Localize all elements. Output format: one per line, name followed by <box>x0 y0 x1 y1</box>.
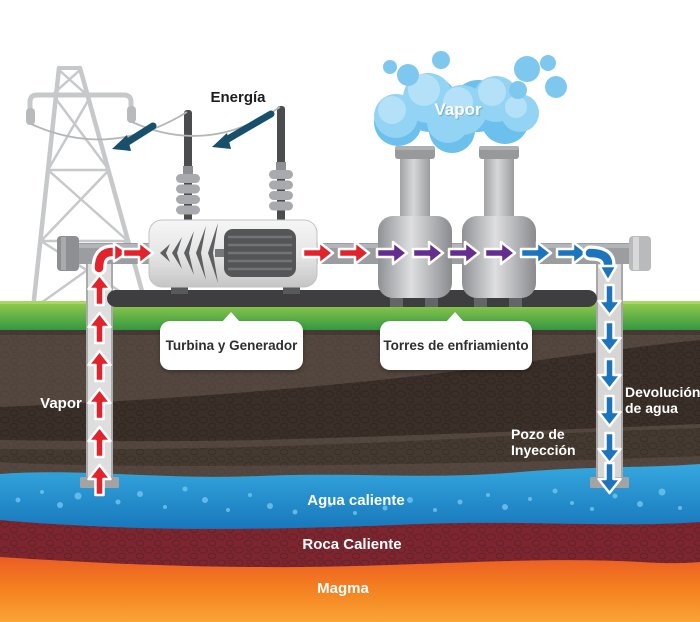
water-return-label: Devolución de agua <box>625 384 700 417</box>
steam-corner-arrow <box>91 242 130 276</box>
steam-well-label: Vapor <box>40 395 82 412</box>
turbine-blades <box>160 223 218 283</box>
generator-insulator-posts <box>176 106 293 224</box>
magma-layer-label: Magma <box>317 580 369 597</box>
callout-turbine-generator-text: Turbina y Generador <box>165 338 298 353</box>
cool-corner-arrow <box>582 245 618 283</box>
energy-label: Energía <box>210 89 266 106</box>
energy-flow-arrows <box>112 110 275 151</box>
magma-layer <box>0 557 700 622</box>
injection-well-label: Pozo de Inyección <box>511 426 576 459</box>
turbine-generator-icon <box>148 219 318 294</box>
steam-cloud-label: Vapor <box>434 100 482 119</box>
callout-cooling-towers: Torres de enfriamiento <box>380 312 532 370</box>
water-bubbles <box>15 486 682 515</box>
hot-water-layer-label: Agua caliente <box>307 492 405 509</box>
steam-cloud-icon <box>374 51 567 153</box>
cooling-tower-icon-2 <box>462 146 536 307</box>
callout-turbine-generator: Turbina y Generador <box>160 312 303 370</box>
callout-cooling-towers-text: Torres de enfriamiento <box>383 338 529 353</box>
cooling-tower-icon-1 <box>378 146 452 307</box>
hot-water-layer <box>0 464 700 529</box>
hot-rock-layer-label: Roca Caliente <box>302 536 402 553</box>
